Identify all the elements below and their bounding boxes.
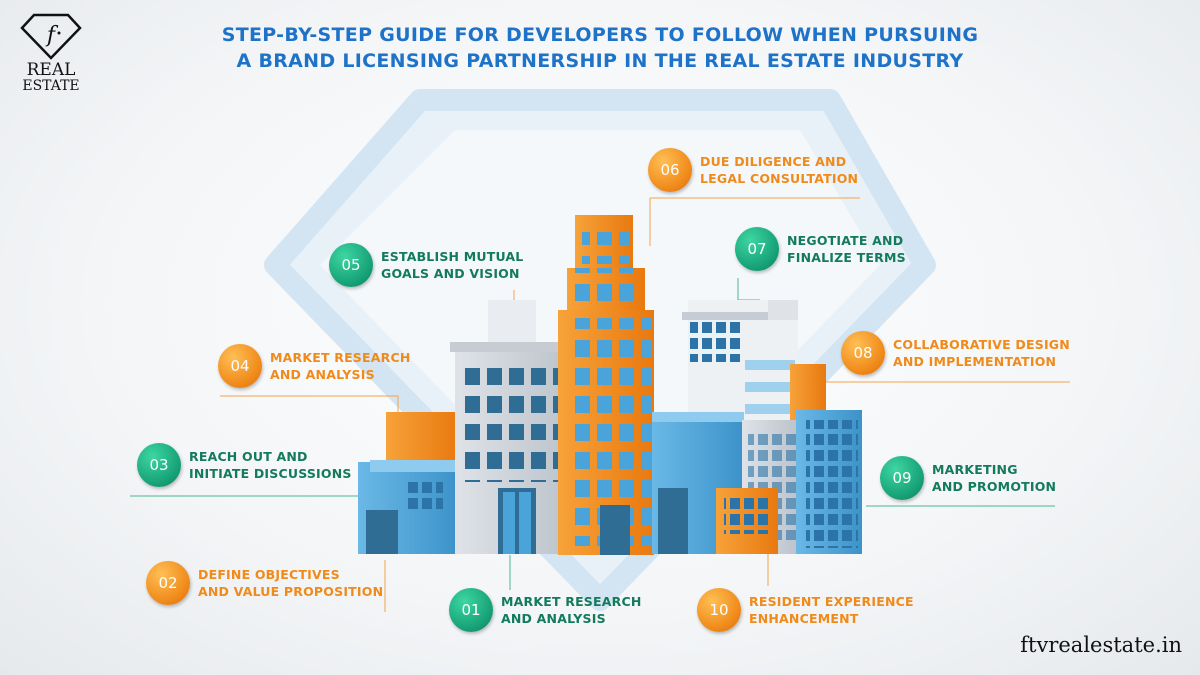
- logo-line2: ESTATE: [22, 78, 80, 94]
- step-number-badge: 05: [329, 243, 373, 287]
- building-orange-tower: [558, 215, 654, 555]
- logo-line1: REAL: [26, 60, 76, 80]
- step-number-badge: 08: [841, 331, 885, 375]
- title-line1: STEP-BY-STEP GUIDE FOR DEVELOPERS TO FOL…: [221, 24, 979, 46]
- step-number-badge: 07: [735, 227, 779, 271]
- step-number-badge: 01: [449, 588, 493, 632]
- building-orange-small: [716, 488, 778, 554]
- page-title: STEP-BY-STEP GUIDE FOR DEVELOPERS TO FOL…: [150, 22, 1050, 74]
- brand-logo: f REAL ESTATE: [16, 12, 86, 94]
- step-number-badge: 04: [218, 344, 262, 388]
- website-link[interactable]: ftvrealestate.in: [1020, 633, 1182, 657]
- building-blue-left: [358, 460, 458, 554]
- step-number-badge: 06: [648, 148, 692, 192]
- diamond-logo-icon: f: [20, 13, 82, 60]
- title-line2: A BRAND LICENSING PARTNERSHIP IN THE REA…: [236, 50, 964, 72]
- building-blue-far-right: [796, 410, 862, 554]
- step-number-badge: 09: [880, 456, 924, 500]
- step-number-badge: 03: [137, 443, 181, 487]
- step-number-badge: 02: [146, 561, 190, 605]
- step-number-badge: 10: [697, 588, 741, 632]
